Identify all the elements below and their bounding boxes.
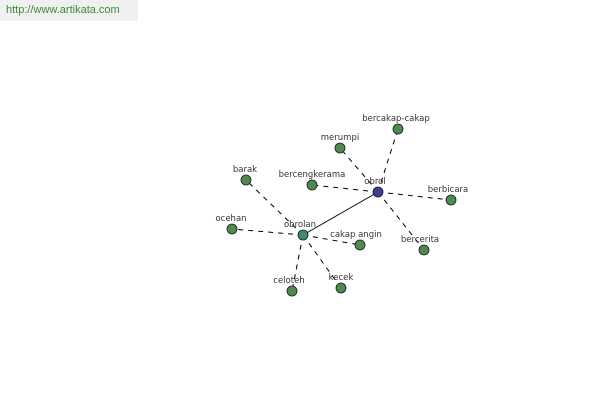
source-banner: http://www.artikata.com	[0, 0, 138, 21]
node-dot-cakap-angin[interactable]	[354, 239, 366, 251]
edge-obrol-bercerita	[377, 191, 425, 251]
node-cakap-angin[interactable]: cakap angin	[330, 230, 382, 251]
node-label-bercerita: bercerita	[401, 235, 439, 245]
node-label-obrolan: obrolan	[284, 220, 316, 230]
edge-obrolan-oceh	[231, 228, 304, 236]
node-dot-kecek[interactable]	[335, 282, 347, 294]
node-obrolan[interactable]: obrolan	[284, 220, 316, 241]
node-dot-obrolan[interactable]	[297, 229, 309, 241]
node-label-merumpi: merumpi	[321, 133, 359, 143]
node-label-barak: barak	[233, 165, 257, 175]
node-bercengkerama[interactable]: bercengkerama	[279, 170, 346, 191]
node-label-cakap-angin: cakap angin	[330, 230, 382, 240]
node-dot-barak[interactable]	[240, 174, 252, 186]
node-label-oceh: ocehan	[215, 214, 246, 224]
node-bercerita[interactable]: bercerita	[401, 235, 439, 256]
node-dot-bercerita[interactable]	[418, 244, 430, 256]
node-dot-bercakap-cakap[interactable]	[392, 123, 404, 135]
edge-obrol-bercakap-cakap	[377, 128, 399, 193]
edge-obrol-bercengkerama	[311, 184, 379, 193]
graph-edges	[231, 128, 452, 292]
node-obrol[interactable]: obrol	[364, 177, 386, 198]
node-dot-oceh[interactable]	[226, 223, 238, 235]
node-merumpi[interactable]: merumpi	[321, 133, 359, 154]
node-label-obrol: obrol	[364, 177, 385, 187]
edge-obrol-berbicara	[377, 191, 452, 201]
node-label-bercengkerama: bercengkerama	[279, 170, 346, 180]
node-label-kecek: kecek	[329, 273, 354, 283]
edge-obrolan-barak	[245, 179, 304, 236]
node-oceh[interactable]: ocehan	[215, 214, 247, 235]
node-kecek[interactable]: kecek	[329, 273, 354, 294]
edge-obrolan-obrol	[302, 191, 379, 236]
node-label-berbicara: berbicara	[428, 185, 468, 195]
node-label-celoteh: celoteh	[273, 276, 304, 286]
node-berbicara[interactable]: berbicara	[428, 185, 468, 206]
node-celoteh[interactable]: celoteh	[273, 276, 305, 297]
edge-obrolan-kecek	[302, 234, 342, 289]
node-barak[interactable]: barak	[233, 165, 257, 186]
node-dot-celoteh[interactable]	[286, 285, 298, 297]
node-dot-berbicara[interactable]	[445, 194, 457, 206]
source-link[interactable]: http://www.artikata.com	[6, 4, 120, 16]
node-dot-bercengkerama[interactable]	[306, 179, 318, 191]
node-dot-merumpi[interactable]	[334, 142, 346, 154]
node-dot-obrol[interactable]	[372, 186, 384, 198]
node-bercakap-cakap[interactable]: bercakap-cakap	[362, 114, 430, 135]
node-label-bercakap-cakap: bercakap-cakap	[362, 114, 430, 124]
